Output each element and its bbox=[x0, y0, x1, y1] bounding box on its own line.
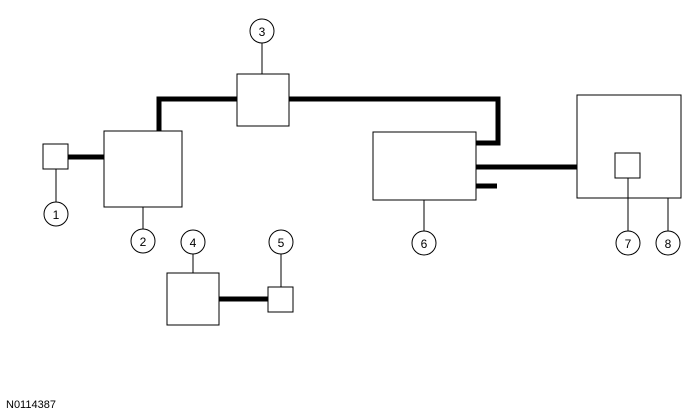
callout-2: 2 bbox=[130, 228, 156, 254]
callout-8-label: 8 bbox=[665, 237, 672, 251]
component-6 bbox=[372, 131, 477, 201]
callout-1-label: 1 bbox=[53, 208, 60, 222]
component-7 bbox=[614, 152, 641, 179]
callout-4-label: 4 bbox=[190, 236, 197, 250]
callout-7: 7 bbox=[615, 230, 641, 256]
callout-3: 3 bbox=[249, 18, 275, 44]
callout-5-label: 5 bbox=[278, 236, 285, 250]
wire-3-to-6 bbox=[289, 96, 501, 146]
wire-2-to-3 bbox=[156, 96, 237, 131]
callout-1: 1 bbox=[43, 201, 69, 227]
callout-8: 8 bbox=[655, 230, 681, 256]
callout-4: 4 bbox=[180, 229, 206, 255]
callout-3-label: 3 bbox=[259, 25, 266, 39]
callout-5: 5 bbox=[268, 229, 294, 255]
component-8 bbox=[576, 94, 682, 199]
component-2 bbox=[103, 130, 183, 208]
component-3 bbox=[236, 73, 290, 127]
callout-6: 6 bbox=[411, 230, 437, 256]
figure-id: N0114387 bbox=[6, 399, 56, 411]
component-1 bbox=[42, 143, 69, 170]
callout-2-label: 2 bbox=[140, 235, 147, 249]
callout-7-label: 7 bbox=[625, 237, 632, 251]
component-4 bbox=[166, 272, 220, 326]
callout-6-label: 6 bbox=[421, 237, 428, 251]
component-5 bbox=[267, 286, 294, 313]
